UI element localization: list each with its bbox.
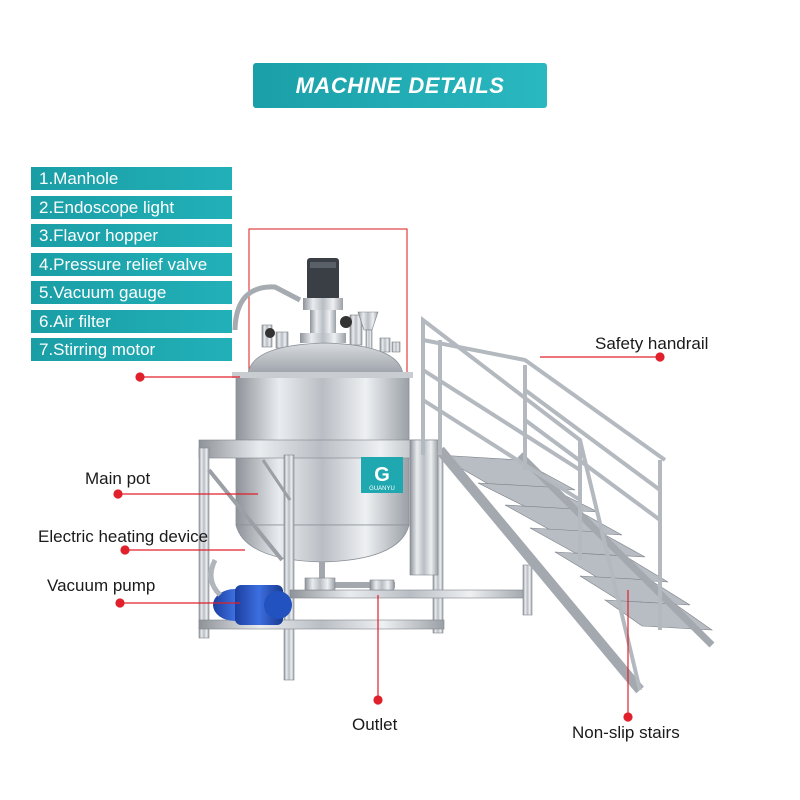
- guanyu-logo-badge: G GUANYU: [361, 457, 403, 493]
- outlet-pipe: [304, 562, 395, 591]
- part-label-flavor-hopper: 3.Flavor hopper: [31, 224, 232, 247]
- part-label-endoscope-light: 2.Endoscope light: [31, 195, 232, 219]
- callout-marker-stairs: [623, 712, 633, 722]
- callout-label-safety-handrail: Safety handrail: [595, 334, 709, 353]
- callout-marker-fittings: [135, 372, 145, 382]
- svg-text:G: G: [374, 464, 390, 486]
- part-label-stirring-motor: 7.Stirring motor: [31, 338, 232, 361]
- safety-handrail: [421, 315, 667, 691]
- callout-marker-handrail: [655, 352, 665, 362]
- callout-lines: [113, 352, 665, 722]
- part-label-pressure-relief-valve: 4.Pressure relief valve: [31, 252, 232, 276]
- callout-marker-heating: [120, 545, 130, 555]
- part-label-vacuum-gauge: 5.Vacuum gauge: [31, 281, 232, 304]
- part-label-air-filter: 6.Air filter: [31, 309, 232, 333]
- parts-list: 1.Manhole 2.Endoscope light 3.Flavor hop…: [31, 167, 232, 367]
- support-frame: [198, 439, 533, 681]
- callout-marker-main-pot: [113, 489, 123, 499]
- banner-title: MACHINE DETAILS: [295, 72, 505, 98]
- callout-label-non-slip-stairs: Non-slip stairs: [572, 723, 680, 742]
- callout-label-outlet: Outlet: [352, 715, 398, 734]
- stirring-motor: [300, 258, 346, 343]
- callout-label-vacuum-pump: Vacuum pump: [47, 576, 156, 595]
- callout-label-main-pot: Main pot: [85, 469, 151, 488]
- callout-marker-pump: [115, 598, 125, 608]
- vacuum-pump: [208, 558, 292, 625]
- stair-stringers: [436, 446, 715, 694]
- callout-marker-outlet: [373, 695, 383, 705]
- part-label-manhole: 1.Manhole: [31, 167, 232, 190]
- logo-brand-text: GUANYU: [369, 486, 395, 492]
- callout-label-electric-heating-device: Electric heating device: [38, 527, 209, 546]
- machine-details-banner: MACHINE DETAILS: [253, 63, 547, 108]
